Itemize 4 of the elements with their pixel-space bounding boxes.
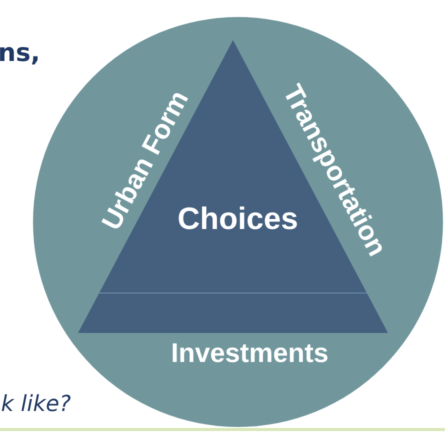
triangle-shape [78,40,388,333]
base-label: Investments [171,340,329,366]
text-fragment: ns, [0,38,40,67]
text-fragment: k like? [1,392,71,417]
